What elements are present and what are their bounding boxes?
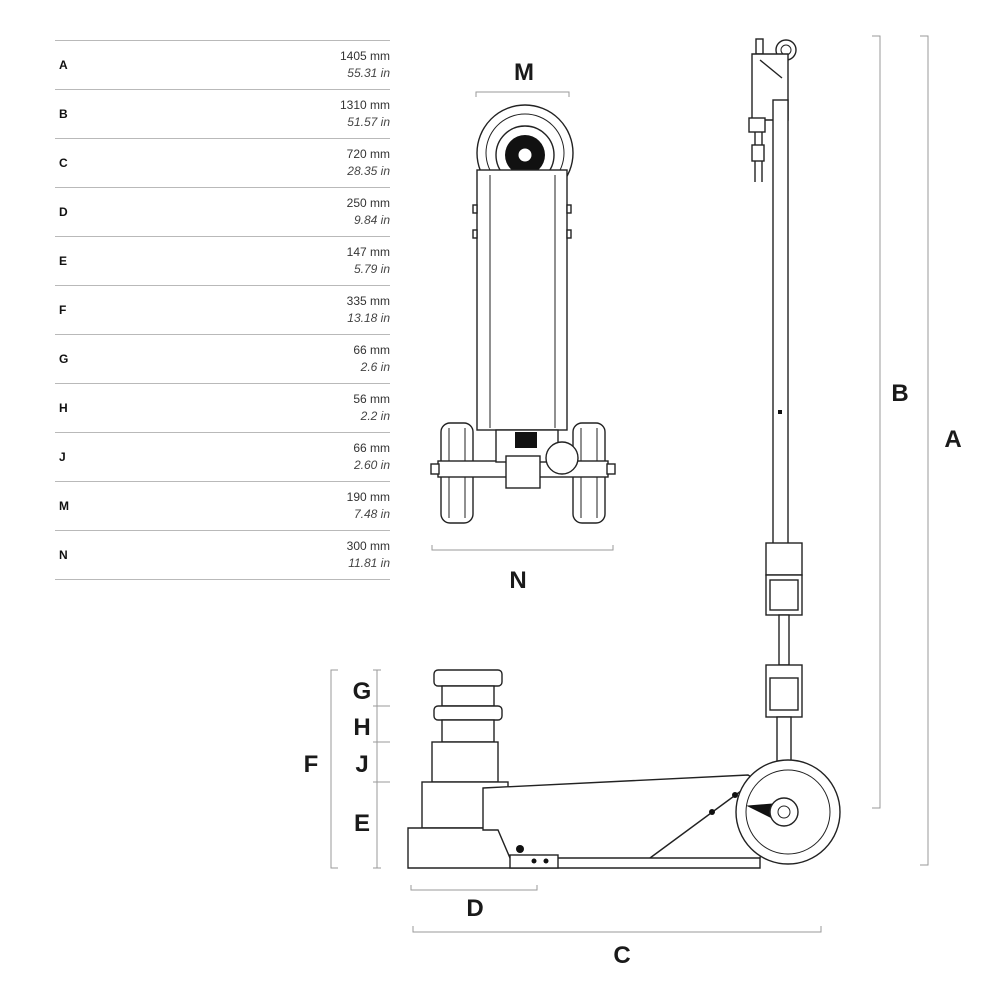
dimension-line-a	[920, 35, 929, 866]
spec-value-in: 5.79 in	[353, 262, 390, 276]
spec-row-e: E 147 mm 5.79 in	[55, 236, 390, 285]
spec-label: J	[59, 450, 66, 464]
spec-value-in: 9.84 in	[353, 213, 390, 227]
spec-label: H	[59, 401, 68, 415]
saddle-extension	[433, 705, 503, 721]
spec-value-in: 55.31 in	[347, 66, 390, 80]
spec-label: D	[59, 205, 68, 219]
dimension-line-n	[431, 545, 614, 551]
spec-value-in: 7.48 in	[353, 507, 390, 521]
spec-label: M	[59, 499, 69, 513]
spec-value-mm: 335 mm	[346, 294, 390, 308]
spec-value-in: 28.35 in	[347, 164, 390, 178]
label-f: F	[304, 751, 319, 778]
spec-row-n: N 300 mm 11.81 in	[55, 530, 390, 580]
ram-stage	[431, 741, 499, 783]
spec-row-j: J 66 mm 2.60 in	[55, 432, 390, 481]
spec-value-in: 51.57 in	[347, 115, 390, 129]
side-view	[407, 38, 841, 869]
spec-value-mm: 250 mm	[346, 196, 390, 210]
spec-row-g: G 66 mm 2.6 in	[55, 334, 390, 383]
spec-value-mm: 66 mm	[353, 441, 390, 455]
saddle-top	[433, 669, 503, 687]
spec-row-f: F 335 mm 13.18 in	[55, 285, 390, 334]
spec-value-mm: 147 mm	[346, 245, 390, 259]
label-g: G	[353, 678, 372, 705]
label-a: A	[944, 426, 961, 453]
dimension-line-m	[475, 91, 570, 97]
spec-value-mm: 56 mm	[353, 392, 390, 406]
label-h: H	[353, 714, 370, 741]
label-m: M	[514, 59, 534, 86]
spec-label: G	[59, 352, 69, 366]
spec-value-mm: 190 mm	[346, 490, 390, 504]
spec-value-in: 2.2 in	[360, 409, 390, 423]
dimension-labels: M N B A G H J F E D C	[304, 59, 962, 969]
spec-table: A 1405 mm 55.31 in B 1310 mm 51.57 in C …	[55, 40, 390, 580]
spec-value-mm: 66 mm	[353, 343, 390, 357]
spec-label: N	[59, 548, 68, 562]
handle-pole	[772, 99, 789, 546]
front-beam	[476, 169, 568, 431]
label-c: C	[613, 942, 630, 969]
label-e: E	[354, 810, 370, 837]
label-d: D	[466, 895, 483, 922]
jack-chassis	[482, 774, 773, 859]
spec-row-b: B 1310 mm 51.57 in	[55, 89, 390, 138]
dimension-line-c	[412, 926, 822, 933]
label-b: B	[891, 380, 908, 407]
spec-label: A	[59, 58, 68, 72]
spec-label: C	[59, 156, 68, 170]
spec-row-m: M 190 mm 7.48 in	[55, 481, 390, 530]
spec-row-a: A 1405 mm 55.31 in	[55, 40, 390, 89]
spec-row-c: C 720 mm 28.35 in	[55, 138, 390, 187]
spec-value-in: 2.60 in	[353, 458, 390, 472]
spec-label: E	[59, 254, 68, 268]
spec-value-in: 2.6 in	[360, 360, 390, 374]
spec-value-mm: 720 mm	[346, 147, 390, 161]
dimension-line-f	[330, 669, 338, 869]
handle-sleeve-upper	[765, 542, 803, 576]
spec-row-d: D 250 mm 9.84 in	[55, 187, 390, 236]
spec-value-mm: 1405 mm	[339, 49, 390, 63]
spec-value-mm: 1310 mm	[339, 98, 390, 112]
spec-label: F	[59, 303, 67, 317]
dimension-line-b	[872, 35, 881, 809]
label-n: N	[509, 567, 526, 594]
dimension-lines	[330, 35, 929, 933]
spec-label: B	[59, 107, 68, 121]
spec-value-in: 11.81 in	[348, 556, 390, 570]
front-center-housing	[505, 455, 541, 489]
spec-value-in: 13.18 in	[347, 311, 390, 325]
dimension-line-d	[410, 885, 538, 891]
spec-value-mm: 300 mm	[346, 539, 390, 553]
label-j: J	[355, 751, 368, 778]
front-view	[430, 91, 616, 551]
spec-row-h: H 56 mm 2.2 in	[55, 383, 390, 432]
